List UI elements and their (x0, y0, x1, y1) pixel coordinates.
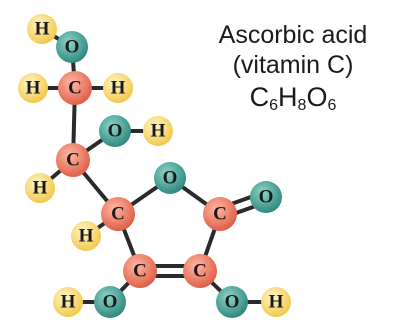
atom-h5: H (25, 173, 55, 203)
atom-h6: H (71, 221, 101, 251)
atom-o6-label: O (225, 292, 240, 313)
atom-h6-label: H (79, 226, 94, 247)
atom-h7-label: H (61, 292, 76, 313)
atom-c5-label: C (133, 261, 147, 282)
atom-o2: O (99, 115, 131, 147)
atom-h2: H (18, 73, 48, 103)
atom-h4: H (143, 116, 173, 146)
atom-h2-label: H (26, 78, 41, 99)
molecule-common-name: (vitamin C) (232, 51, 354, 79)
atom-h5-label: H (33, 178, 48, 199)
formula-element: O (306, 82, 328, 112)
atom-h8-label: H (269, 292, 284, 313)
atom-c3-label: C (111, 204, 125, 225)
atom-c1: C (58, 71, 92, 105)
atom-o5-label: O (103, 292, 118, 313)
atom-c6: C (183, 254, 217, 288)
atom-o3-label: O (163, 168, 178, 189)
formula-subscript: 6 (327, 97, 337, 114)
atom-o5: O (94, 286, 126, 318)
atom-c1-label: C (68, 78, 82, 99)
molecule-name: Ascorbic acid (218, 21, 368, 49)
atom-h3-label: H (111, 78, 126, 99)
atom-o1: O (56, 31, 88, 63)
atom-o1-label: O (65, 37, 80, 58)
atom-h7: H (53, 287, 83, 317)
atom-h4-label: H (151, 121, 166, 142)
atom-h1: H (27, 14, 57, 44)
formula-element: C (249, 82, 270, 112)
atom-c4-label: C (213, 204, 227, 225)
atom-o3: O (154, 162, 186, 194)
atom-h3: H (103, 73, 133, 103)
formula-element: H (278, 82, 298, 112)
atom-c2-label: C (66, 150, 80, 171)
formula-subscript: 6 (269, 97, 279, 114)
atom-o2-label: O (108, 121, 123, 142)
molecule-title-block: Ascorbic acid (vitamin C) C6H8O6 (196, 20, 390, 121)
molecular-formula: C6H8O6 (196, 82, 390, 121)
atom-c5: C (123, 254, 157, 288)
atom-o4: O (250, 181, 282, 213)
atom-c2: C (56, 143, 90, 177)
atom-h8: H (261, 287, 291, 317)
atom-c6-label: C (193, 261, 207, 282)
formula-subscript: 8 (297, 97, 307, 114)
atom-o4-label: O (259, 187, 274, 208)
atom-layer: H O H C H O H C (18, 14, 291, 318)
atom-c4: C (203, 197, 237, 231)
atom-h1-label: H (35, 19, 50, 40)
atom-c3: C (101, 197, 135, 231)
atom-o6: O (216, 286, 248, 318)
